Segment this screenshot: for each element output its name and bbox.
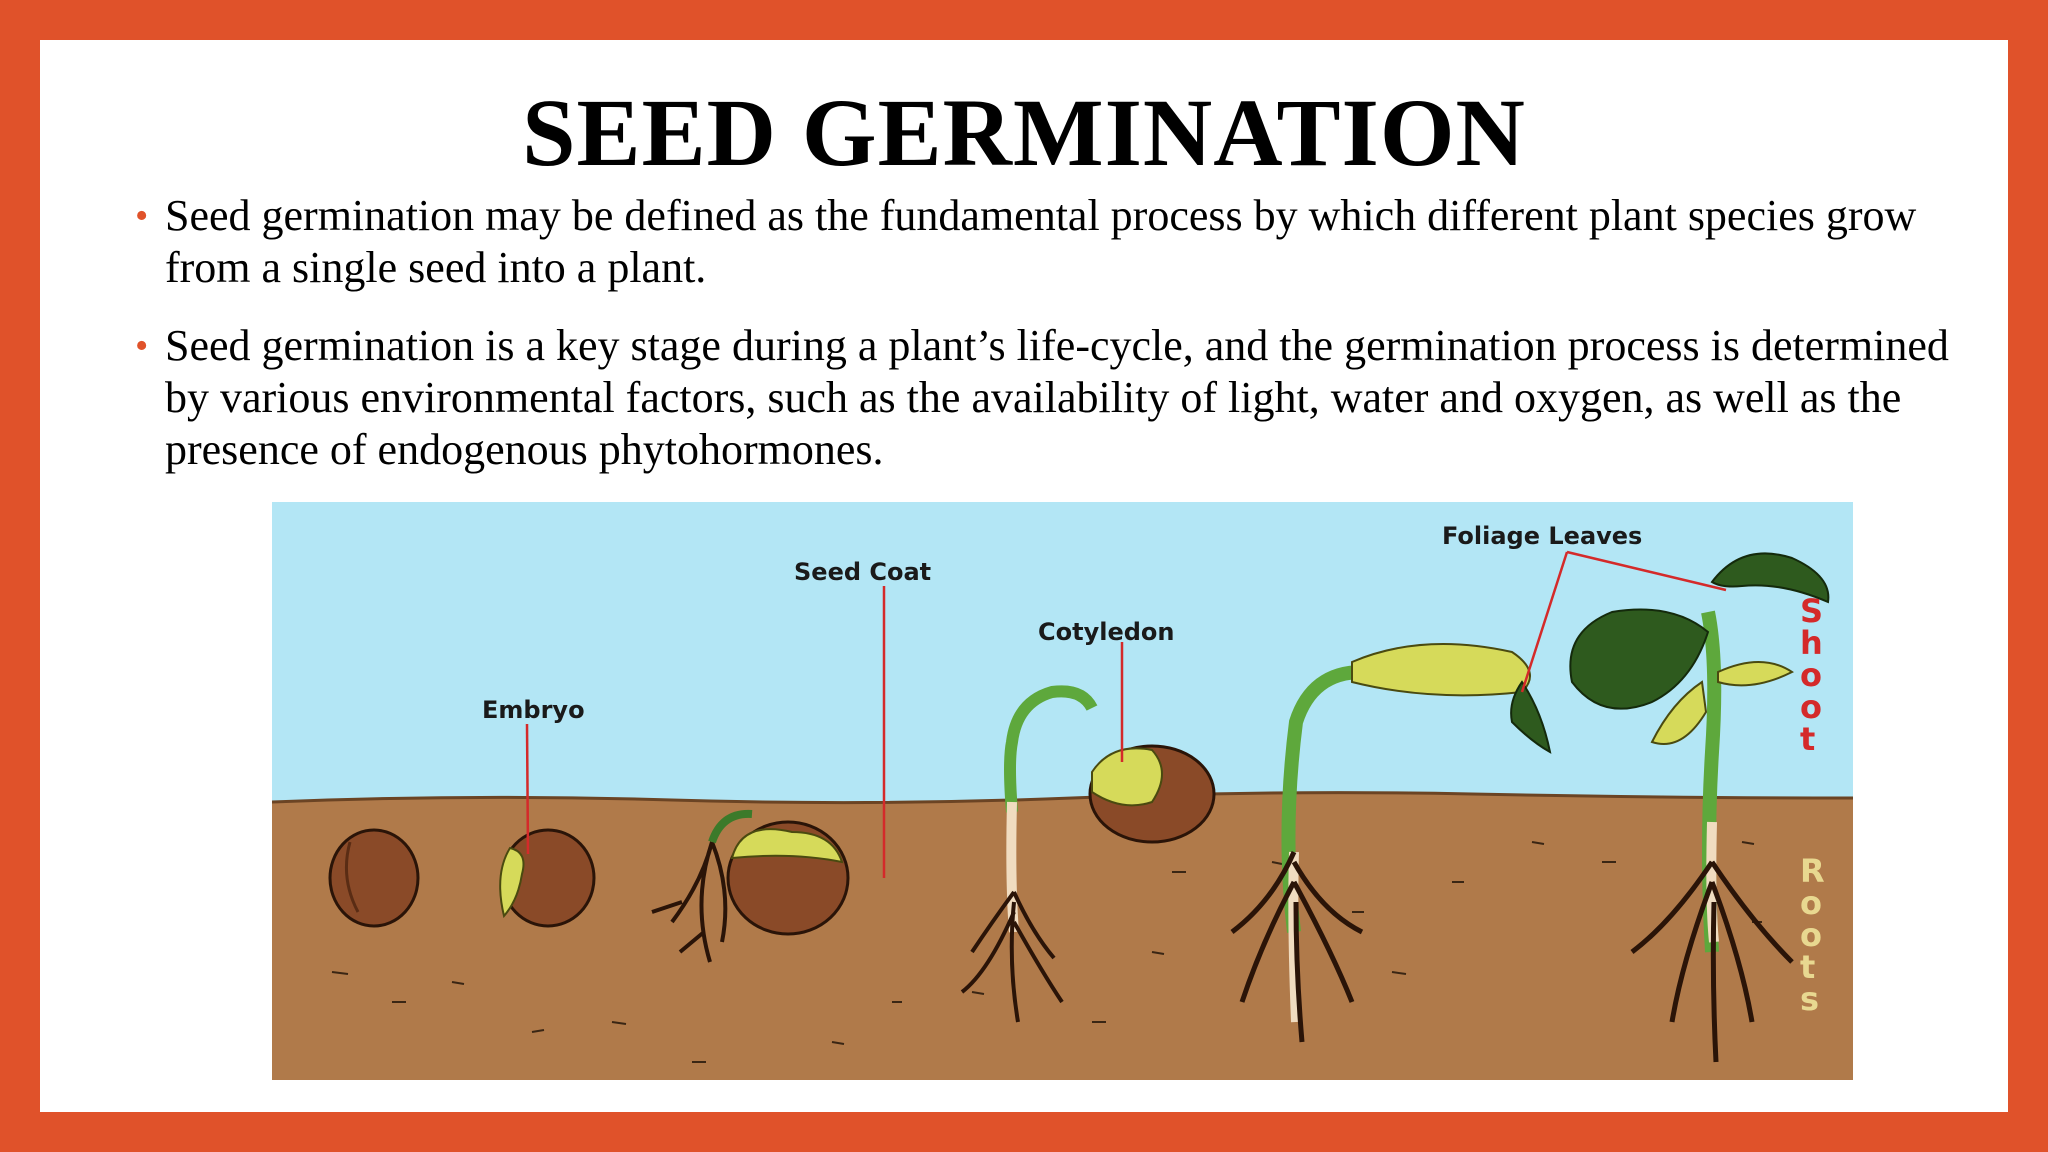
embryo-shape xyxy=(499,846,525,919)
slide: SEED GERMINATION • Seed germination may … xyxy=(40,40,2008,1112)
bullet-dot-icon: • xyxy=(135,195,149,237)
bullet-item: • Seed germination is a key stage during… xyxy=(135,320,1995,476)
seed-stage-1 xyxy=(328,828,420,928)
bullet-item: • Seed germination may be defined as the… xyxy=(135,190,1995,294)
slide-title: SEED GERMINATION xyxy=(522,79,1526,186)
seed-stage-3 xyxy=(651,809,850,963)
seed-stage-6 xyxy=(1569,552,1830,1063)
seed-stage-4 xyxy=(960,685,1216,1023)
bullet-dot-icon: • xyxy=(135,325,149,367)
label-foliage-leaves: Foliage Leaves xyxy=(1442,522,1642,550)
seed-stage-5 xyxy=(1230,643,1552,1043)
bullet-list: • Seed germination may be defined as the… xyxy=(135,190,1995,502)
soil-ground xyxy=(272,792,1853,1080)
bullet-text: Seed germination is a key stage during a… xyxy=(165,321,1949,474)
label-cotyledon: Cotyledon xyxy=(1038,618,1174,646)
germination-diagram: Embryo Seed Coat Cotyledon Foliage Leave… xyxy=(272,502,1853,1080)
bullet-text: Seed germination may be defined as the f… xyxy=(165,191,1917,292)
label-seed-coat: Seed Coat xyxy=(794,558,931,586)
pointer-lines xyxy=(525,550,1727,878)
label-embryo: Embryo xyxy=(482,696,585,724)
soil-specks xyxy=(331,841,1762,1063)
